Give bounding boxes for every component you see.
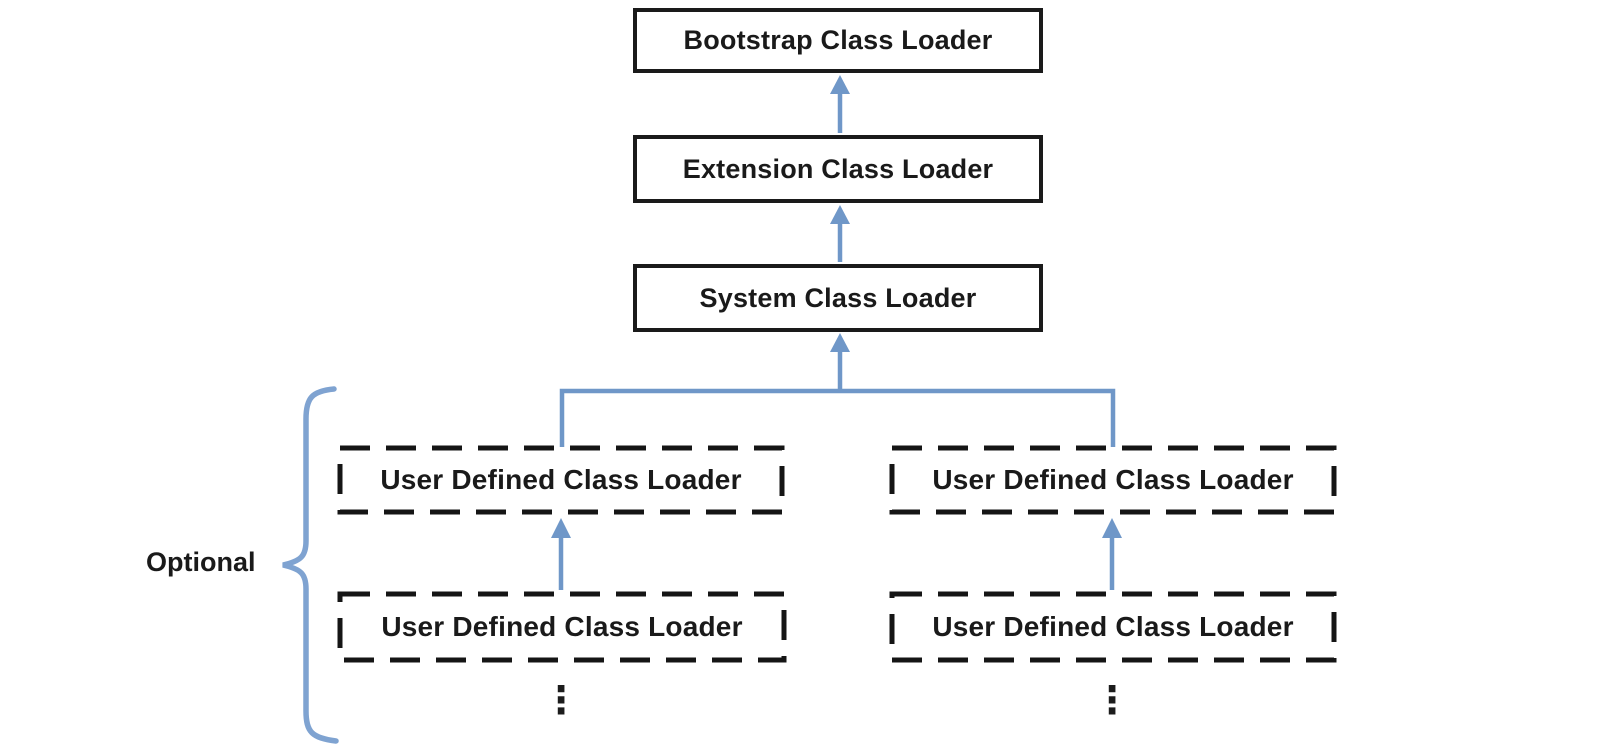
optional-brace-icon: [282, 386, 339, 744]
arrowhead-icon: [830, 75, 850, 94]
user-defined-class-loader-label: User Defined Class Loader: [932, 464, 1294, 495]
user-defined-class-loader-box-right-1: User Defined Class Loader: [889, 445, 1337, 515]
system-class-loader-label: System Class Loader: [699, 282, 977, 313]
arrow-left-udl2-to-udl1: [551, 518, 571, 590]
dashed-border: [889, 445, 1337, 515]
arrowhead-icon: [830, 333, 850, 352]
user-defined-class-loader-label: User Defined Class Loader: [932, 611, 1294, 642]
arrowhead-icon: [830, 205, 850, 224]
arrowhead-icon: [1102, 518, 1122, 538]
arrow-right-udl2-to-udl1: [1102, 518, 1122, 590]
user-defined-class-loader-label: User Defined Class Loader: [380, 464, 742, 495]
bootstrap-class-loader-box: Bootstrap Class Loader: [633, 8, 1043, 73]
user-defined-class-loader-box-left-2: User Defined Class Loader: [337, 591, 787, 663]
dashed-border: [889, 591, 1337, 663]
user-defined-class-loader-box-left-1: User Defined Class Loader: [337, 445, 785, 515]
arrowhead-icon: [551, 518, 571, 538]
user-defined-class-loader-box-right-2: User Defined Class Loader: [889, 591, 1337, 663]
optional-group-label: Optional: [146, 547, 256, 577]
vertical-ellipsis-icon: ⋮: [542, 678, 580, 722]
arrow-extension-to-bootstrap: [830, 75, 850, 133]
vertical-ellipsis-icon: ⋮: [1093, 678, 1131, 722]
branch-connector-line: [559, 388, 1116, 447]
system-class-loader-box: System Class Loader: [633, 264, 1043, 332]
bootstrap-class-loader-label: Bootstrap Class Loader: [683, 25, 993, 55]
arrow-branch-to-system: [830, 333, 850, 389]
user-defined-class-loader-label: User Defined Class Loader: [381, 611, 743, 642]
arrow-system-to-extension: [830, 205, 850, 262]
extension-class-loader-box: Extension Class Loader: [633, 135, 1043, 203]
dashed-border: [337, 445, 785, 515]
extension-class-loader-label: Extension Class Loader: [682, 153, 994, 184]
dashed-border: [337, 591, 787, 663]
